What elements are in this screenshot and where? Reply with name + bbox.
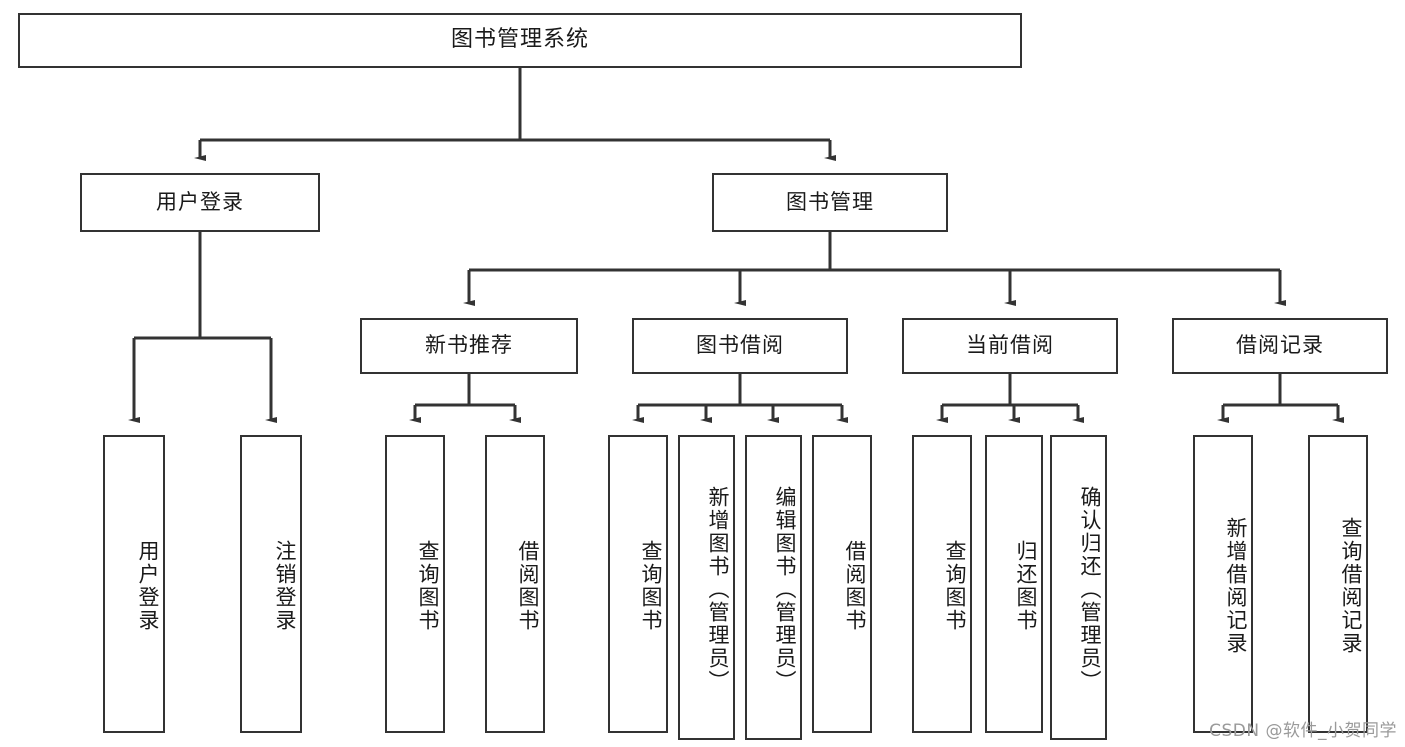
node-leaf-user-login[interactable]: 用户登录	[103, 435, 165, 733]
node-leaf-borrow-book-rec-label: 借阅图书	[516, 540, 540, 632]
node-leaf-return-book-label: 归还图书	[1014, 540, 1038, 632]
node-leaf-borrow-book[interactable]: 借阅图书	[812, 435, 872, 733]
node-leaf-user-logout-label: 注销登录	[273, 540, 297, 632]
node-leaf-query-book-rec-label: 查询图书	[416, 540, 440, 632]
node-leaf-borrow-book-label: 借阅图书	[843, 540, 867, 632]
node-leaf-add-book-admin-label: 新增图书（管理员）	[706, 486, 730, 693]
edge-currentborrow-to-leaves	[936, 374, 1084, 423]
node-new-book-rec-label: 新书推荐	[425, 333, 513, 358]
node-new-book-rec[interactable]: 新书推荐	[360, 318, 578, 374]
node-leaf-query-book-cur[interactable]: 查询图书	[912, 435, 972, 733]
edge-newbookrec-to-leaves	[409, 374, 521, 423]
node-current-borrow[interactable]: 当前借阅	[902, 318, 1118, 374]
node-leaf-edit-book-admin-label: 编辑图书（管理员）	[773, 486, 797, 693]
node-borrow-record[interactable]: 借阅记录	[1172, 318, 1388, 374]
node-root-label: 图书管理系统	[450, 27, 589, 53]
node-leaf-return-book[interactable]: 归还图书	[985, 435, 1043, 733]
node-current-borrow-label: 当前借阅	[966, 333, 1054, 358]
node-root-system[interactable]: 图书管理系统	[18, 13, 1022, 68]
node-leaf-query-book-rec[interactable]: 查询图书	[385, 435, 445, 733]
node-leaf-add-record-label: 新增借阅记录	[1224, 517, 1248, 655]
edge-root-to-level2	[194, 68, 836, 161]
node-leaf-add-record[interactable]: 新增借阅记录	[1193, 435, 1253, 733]
node-book-borrow[interactable]: 图书借阅	[632, 318, 848, 374]
node-book-manage-label: 图书管理	[786, 189, 874, 214]
node-leaf-query-book-cur-label: 查询图书	[943, 540, 967, 632]
node-leaf-query-book[interactable]: 查询图书	[608, 435, 668, 733]
node-leaf-query-record[interactable]: 查询借阅记录	[1308, 435, 1368, 733]
node-user-login[interactable]: 用户登录	[80, 173, 320, 232]
node-leaf-edit-book-admin[interactable]: 编辑图书（管理员）	[745, 435, 802, 740]
node-book-manage[interactable]: 图书管理	[712, 173, 948, 232]
edge-borrowrecord-to-leaves	[1217, 374, 1344, 423]
node-borrow-record-label: 借阅记录	[1236, 333, 1324, 358]
edge-bookmanage-to-level3	[463, 232, 1286, 306]
node-leaf-confirm-return-admin-label: 确认归还（管理员）	[1078, 486, 1102, 693]
edge-bookborrow-to-leaves	[632, 374, 848, 423]
node-leaf-borrow-book-rec[interactable]: 借阅图书	[485, 435, 545, 733]
node-leaf-user-login-label: 用户登录	[136, 540, 160, 632]
csdn-watermark: CSDN @软件_小贺同学	[1209, 721, 1397, 741]
edge-userlogin-to-leaves	[128, 232, 277, 423]
node-leaf-user-logout[interactable]: 注销登录	[240, 435, 302, 733]
node-leaf-add-book-admin[interactable]: 新增图书（管理员）	[678, 435, 735, 740]
node-user-login-label: 用户登录	[156, 189, 244, 214]
node-book-borrow-label: 图书借阅	[696, 333, 784, 358]
node-leaf-query-book-label: 查询图书	[639, 540, 663, 632]
node-leaf-confirm-return-admin[interactable]: 确认归还（管理员）	[1050, 435, 1107, 740]
node-leaf-query-record-label: 查询借阅记录	[1339, 517, 1363, 655]
